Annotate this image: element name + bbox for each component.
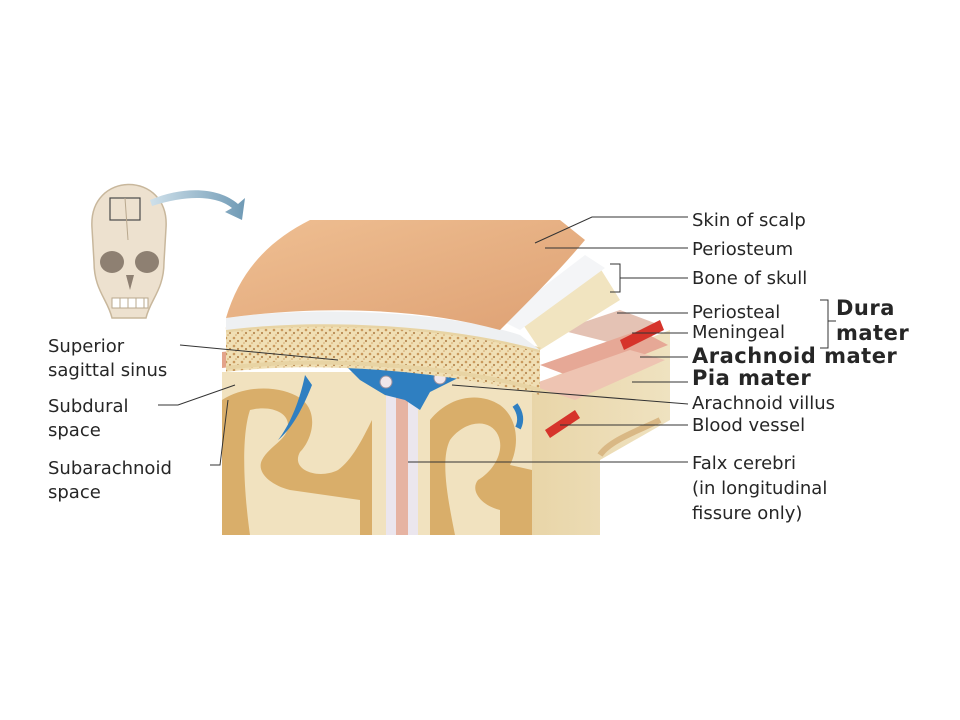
falx-cerebri — [396, 380, 408, 535]
arrow-icon — [150, 190, 245, 220]
cross-section-front — [222, 320, 664, 535]
falx-cerebri-line-2: (in longitudinal — [692, 478, 828, 499]
label-periosteum: Periosteum — [692, 239, 794, 260]
label-pia-mater: Pia mater — [692, 366, 812, 390]
label-superior-sagittal-sinus: Superior sagittal sinus — [48, 335, 167, 383]
dura-mater-line-2: mater — [836, 321, 910, 345]
label-dura-mater: Dura mater — [836, 296, 909, 346]
periosteum-layer-side — [500, 255, 605, 330]
subdural-space-line-2: space — [48, 420, 101, 441]
leader-lines — [158, 216, 836, 466]
label-falx-cerebri: Falx cerebri (in longitudinal fissure on… — [692, 451, 827, 526]
label-bone-of-skull: Bone of skull — [692, 268, 808, 289]
periosteum — [226, 311, 540, 350]
label-arachnoid-villus: Arachnoid villus — [692, 393, 836, 414]
arachnoid-side — [530, 350, 665, 400]
label-blood-vessel: Blood vessel — [692, 415, 806, 436]
falx-cerebri-line-1: Falx cerebri — [692, 453, 796, 474]
subdural-space-line-1: Subdural — [48, 396, 129, 417]
skull-thumbnail — [91, 183, 167, 319]
skin-of-scalp — [226, 220, 585, 330]
bone-of-skull — [226, 324, 540, 395]
dura-mater-line-1: Dura — [836, 296, 895, 320]
label-skin-of-scalp: Skin of scalp — [692, 210, 806, 231]
bone-layer-side — [520, 268, 620, 350]
superior-sagittal-sinus-line-1: Superior — [48, 336, 125, 357]
label-subdural-space: Subdural space — [48, 395, 129, 443]
label-arachnoid-mater: Arachnoid mater — [692, 344, 898, 368]
blood-vessel — [545, 410, 580, 438]
label-meningeal: Meningeal — [692, 322, 785, 343]
label-periosteal: Periosteal — [692, 302, 781, 323]
falx-cerebri-line-3: fissure only) — [692, 503, 803, 524]
superior-sagittal-sinus-line-2: sagittal sinus — [48, 360, 168, 381]
subarachnoid-space-line-2: space — [48, 482, 101, 503]
subarachnoid-space-line-1: Subarachnoid — [48, 458, 172, 479]
label-subarachnoid-space: Subarachnoid space — [48, 457, 172, 505]
